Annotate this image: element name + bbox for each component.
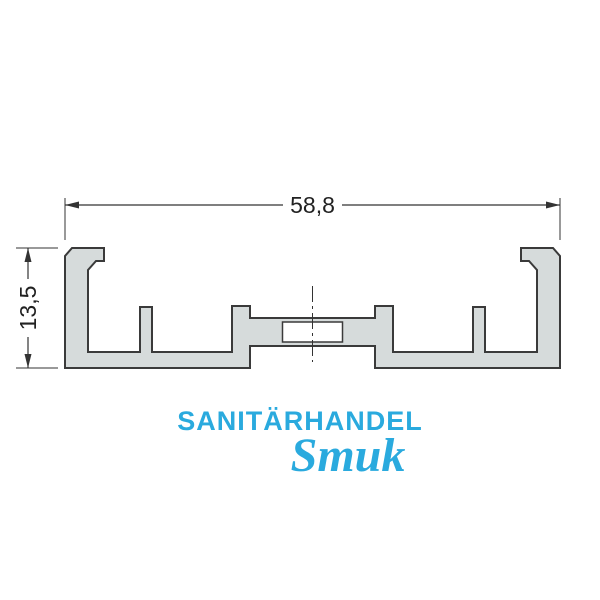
arrowhead-top	[24, 248, 32, 262]
arrowhead-right	[546, 201, 560, 209]
width-dimension: 58,8	[64, 192, 561, 240]
arrowhead-bottom	[24, 354, 32, 368]
watermark: SANITÄRHANDEL Smuk	[177, 406, 423, 482]
dimension-label-background	[15, 279, 41, 337]
dimension-label-background	[283, 192, 342, 217]
width-dimension-label: 58,8	[290, 192, 335, 218]
watermark-brand-name: SANITÄRHANDEL	[177, 406, 423, 436]
height-dimension: 13,5	[15, 247, 58, 369]
watermark-brand-script: Smuk	[291, 429, 406, 482]
height-dimension-label: 13,5	[15, 286, 41, 331]
arrowhead-left	[65, 201, 79, 209]
